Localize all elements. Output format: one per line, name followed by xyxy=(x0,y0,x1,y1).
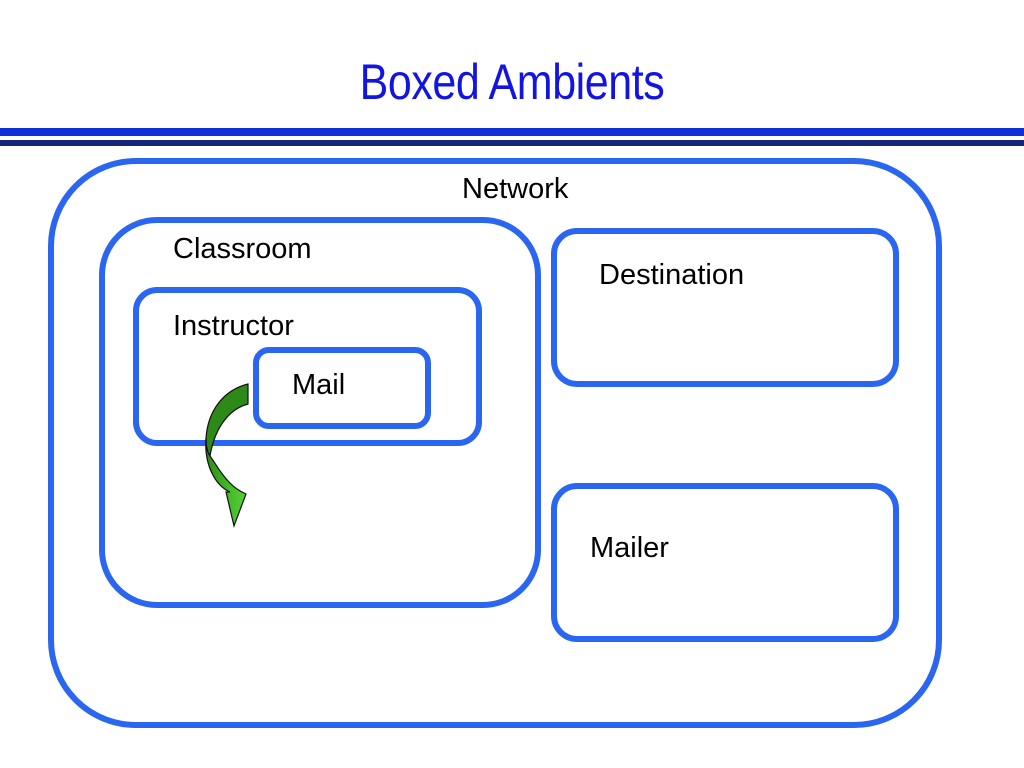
instructor-box xyxy=(133,287,482,446)
mail-box xyxy=(253,347,431,429)
mailer-label: Mailer xyxy=(590,532,669,564)
classroom-label: Classroom xyxy=(173,233,312,265)
instructor-label: Instructor xyxy=(173,310,294,342)
slide-title: Boxed Ambients xyxy=(359,54,665,110)
title-rule-top xyxy=(0,128,1024,136)
network-box xyxy=(48,158,942,728)
title-rule-bottom xyxy=(0,140,1024,146)
classroom-box xyxy=(99,217,541,608)
curved-arrow-icon xyxy=(205,383,249,529)
destination-label: Destination xyxy=(599,259,745,291)
network-label: Network xyxy=(462,173,569,205)
mail-label: Mail xyxy=(292,369,346,401)
mailer-box xyxy=(551,483,899,642)
destination-box xyxy=(551,228,899,387)
